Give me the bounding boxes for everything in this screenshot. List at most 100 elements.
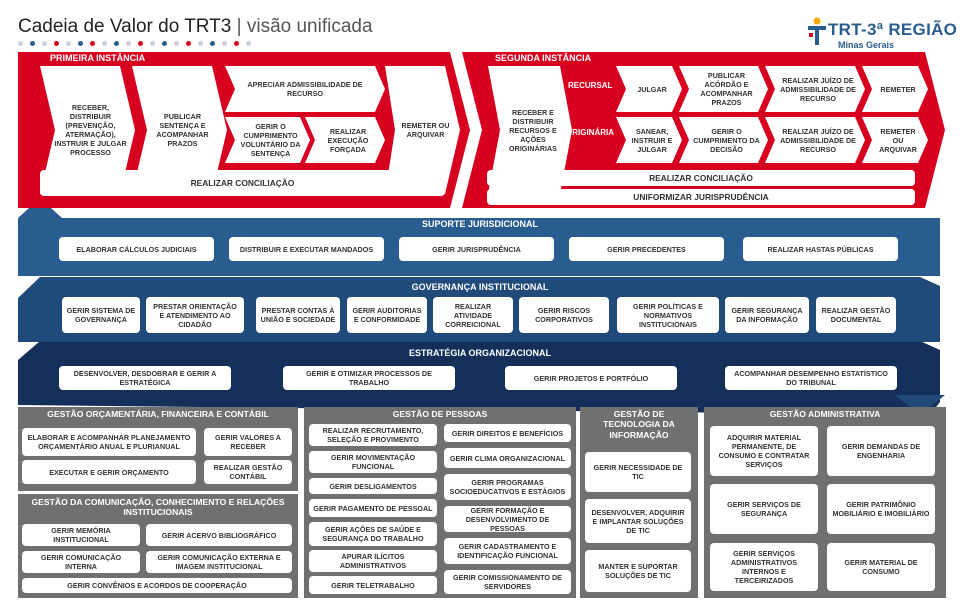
ti-item[interactable]: Manter e suportar soluções de TIC bbox=[585, 550, 691, 592]
governanca-item[interactable]: Prestar orientação e atendimento ao cida… bbox=[146, 297, 244, 333]
orcamentaria-item[interactable]: Realizar gestão contábil bbox=[204, 460, 292, 484]
estrategia-item[interactable]: Gerir e otimizar processos de trabalho bbox=[283, 366, 455, 390]
administrativa-item[interactable]: Gerir patrimônio mobiliário e imobiliári… bbox=[827, 484, 935, 534]
chev-publicar-bg bbox=[132, 66, 227, 194]
chev-receber-bg bbox=[40, 66, 135, 194]
governanca-item[interactable]: Prestar contas à União e sociedade bbox=[256, 297, 340, 333]
comunicacao-item[interactable]: Gerir comunicação interna bbox=[22, 551, 140, 573]
governanca-item[interactable]: Realizar gestão documental bbox=[816, 297, 896, 333]
comunicacao-title: Gestão da Comunicação, Conhecimento e Re… bbox=[31, 497, 285, 518]
step-gerir-cumprimento[interactable]: Gerir o cumprimento voluntário da senten… bbox=[240, 122, 301, 158]
governanca-item[interactable]: Realizar atividade correicional bbox=[433, 297, 513, 333]
primeira-conciliacao[interactable]: Realizar conciliação bbox=[40, 170, 445, 196]
administrativa-title: Gestão Administrativa bbox=[769, 409, 881, 419]
chev-remeter-arquivar-bg bbox=[862, 117, 928, 163]
suporte-item[interactable]: Gerir precedentes bbox=[569, 237, 724, 261]
pessoas-item[interactable]: Gerir movimentação funcional bbox=[309, 451, 437, 473]
administrativa-item[interactable]: Gerir demandas de engenharia bbox=[827, 426, 935, 476]
page-title: Cadeia de Valor do TRT3 | visão unificad… bbox=[18, 16, 373, 38]
title-subtitle: visão unificada bbox=[246, 16, 373, 37]
suporte-item[interactable]: Elaborar cálculos judiciais bbox=[59, 237, 214, 261]
administrativa-item[interactable]: Gerir material de consumo bbox=[827, 543, 935, 591]
step-apreciar[interactable]: Apreciar admissibilidade de recurso bbox=[247, 80, 363, 98]
suporte-item[interactable]: Realizar hastas públicas bbox=[743, 237, 898, 261]
administrativa-item[interactable]: Gerir serviços administrativos internos … bbox=[710, 543, 818, 591]
chev-execucao-bg bbox=[305, 117, 385, 163]
pessoas-item[interactable]: Gerir clima organizacional bbox=[444, 448, 571, 468]
step-sanear[interactable]: Sanear, instruir e julgar bbox=[631, 126, 673, 154]
governanca-item[interactable]: Gerir auditorias e conformidade bbox=[347, 297, 427, 333]
estrategia-item[interactable]: Gerir projetos e portfólio bbox=[505, 366, 677, 390]
logo-text: TRT-3ª REGIÃO bbox=[828, 20, 958, 39]
ti-item[interactable]: Desenvolver, adquirir e implantar soluçõ… bbox=[585, 499, 691, 543]
pessoas-item[interactable]: Realizar recrutamento, seleção e provime… bbox=[309, 424, 437, 446]
comunicacao-item[interactable]: Gerir convênios e acordos de cooperação bbox=[22, 578, 292, 593]
logo-subtitle: Minas Gerais bbox=[838, 40, 895, 50]
step-receber-recursos[interactable]: Receber e distribuir recursos e ações or… bbox=[509, 107, 557, 153]
administrativa-item[interactable]: Adquirir material permanente, de consumo… bbox=[710, 426, 818, 476]
step-juizo-recursal[interactable]: Realizar juízo de admissibilidade de rec… bbox=[780, 75, 856, 103]
estrategia-title: Estratégia Organizacional bbox=[409, 348, 551, 358]
pessoas-item[interactable]: Gerir programas socioeducativos e estági… bbox=[444, 474, 571, 500]
administrativa-item[interactable]: Gerir serviços de segurança bbox=[710, 484, 818, 534]
step-receber[interactable]: Receber, distribuir (prevenção, atermaçã… bbox=[54, 103, 127, 157]
estrategia-item[interactable]: Acompanhar desempenho estatístico do tri… bbox=[725, 366, 897, 390]
governanca-item[interactable]: Gerir sistema de governança bbox=[62, 297, 140, 333]
pessoas-item[interactable]: Apurar ilícitos administrativos bbox=[309, 550, 437, 572]
ti-item[interactable]: Gerir necessidade de TIC bbox=[585, 452, 691, 492]
chev-remeter-bg bbox=[385, 66, 460, 194]
pessoas-item[interactable]: Gerir comissionamento de servidores bbox=[444, 570, 571, 594]
governanca-item[interactable]: Gerir políticas e normativos institucion… bbox=[617, 297, 719, 333]
pessoas-item[interactable]: Gerir direitos e benefícios bbox=[444, 424, 571, 442]
step-publicar-acordao[interactable]: Publicar acórdão e acompanhar prazos bbox=[700, 71, 753, 107]
comunicacao-item[interactable]: Gerir comunicação externa e imagem insti… bbox=[146, 551, 292, 573]
comunicacao-item[interactable]: Gerir memória institucional bbox=[22, 524, 140, 546]
step-remeter-recursal[interactable]: Remeter bbox=[880, 84, 916, 94]
pessoas-item[interactable]: Gerir formação e desenvolvimento de pess… bbox=[444, 506, 571, 533]
governanca-title: Governança Institucional bbox=[411, 282, 549, 292]
step-julgar[interactable]: Julgar bbox=[637, 84, 667, 94]
chev-juizo1-bg bbox=[765, 66, 865, 112]
suporte-item[interactable]: Gerir jurisprudência bbox=[399, 237, 554, 261]
ti-title: Gestão de Tecnologia da Informação bbox=[603, 409, 675, 440]
chev-sanear-bg bbox=[616, 117, 682, 163]
step-remeter-arquivar[interactable]: Remeter ou arquivar bbox=[879, 126, 917, 154]
label-originaria: Originária bbox=[566, 128, 614, 137]
governanca-item[interactable]: Gerir riscos corporativos bbox=[519, 297, 609, 333]
step-execucao[interactable]: Realizar execução forçada bbox=[327, 126, 369, 154]
logo-mark-icon bbox=[808, 17, 826, 45]
estrategia-band bbox=[18, 341, 940, 415]
pessoas-item[interactable]: Gerir desligamentos bbox=[309, 478, 437, 494]
suporte-title: Suporte Jurisdicional bbox=[421, 219, 538, 229]
segunda-conciliacao[interactable]: Realizar conciliação bbox=[487, 170, 915, 186]
pessoas-title: Gestão de Pessoas bbox=[392, 409, 488, 419]
primeira-title: Primeira Instância bbox=[50, 53, 146, 63]
chev-apreciar-bg bbox=[225, 66, 385, 112]
chev-juizo2-bg bbox=[765, 117, 865, 163]
chev-publicar-acordao-bg bbox=[679, 66, 768, 112]
decorative-dots bbox=[18, 41, 251, 46]
uniformizar-jurisprudencia[interactable]: Uniformizar jurisprudência bbox=[487, 189, 915, 205]
chev-julgar-bg bbox=[616, 66, 682, 112]
comunicacao-item[interactable]: Gerir acervo bibliográfico bbox=[146, 524, 292, 546]
pessoas-item[interactable]: Gerir teletrabalho bbox=[309, 576, 437, 594]
step-juizo-originaria[interactable]: Realizar juízo de admissibilidade de rec… bbox=[780, 126, 856, 154]
chev-gerir-cumprimento-bg bbox=[225, 117, 310, 163]
orcamentaria-item[interactable]: Executar e gerir orçamento bbox=[22, 460, 196, 484]
chev-cumprimento2-bg bbox=[679, 117, 768, 163]
step-publicar[interactable]: Publicar sentença e acompanhar prazos bbox=[156, 112, 209, 148]
pessoas-item[interactable]: Gerir cadastramento e identificação func… bbox=[444, 538, 571, 564]
down-arrow-icon bbox=[895, 395, 945, 415]
chev-receber2-bg bbox=[488, 66, 572, 194]
pessoas-item[interactable]: Gerir ações de saúde e segurança do trab… bbox=[309, 522, 437, 546]
step-cumprimento-decisao[interactable]: Gerir o cumprimento da decisão bbox=[693, 126, 760, 154]
estrategia-item[interactable]: Desenvolver, desdobrar e gerir a estraté… bbox=[59, 366, 231, 390]
pessoas-item[interactable]: Gerir pagamento de pessoal bbox=[309, 499, 437, 517]
governanca-item[interactable]: Gerir segurança da informação bbox=[725, 297, 809, 333]
orcamentaria-item[interactable]: Gerir valores a receber bbox=[204, 428, 292, 456]
chev-remeter2-bg bbox=[862, 66, 928, 112]
title-separator: | bbox=[236, 16, 242, 37]
step-remeter[interactable]: Remeter ou arquivar bbox=[401, 121, 450, 139]
orcamentaria-item[interactable]: Elaborar e acompanhar planejamento orçam… bbox=[22, 428, 196, 456]
suporte-item[interactable]: Distribuir e executar mandados bbox=[229, 237, 384, 261]
